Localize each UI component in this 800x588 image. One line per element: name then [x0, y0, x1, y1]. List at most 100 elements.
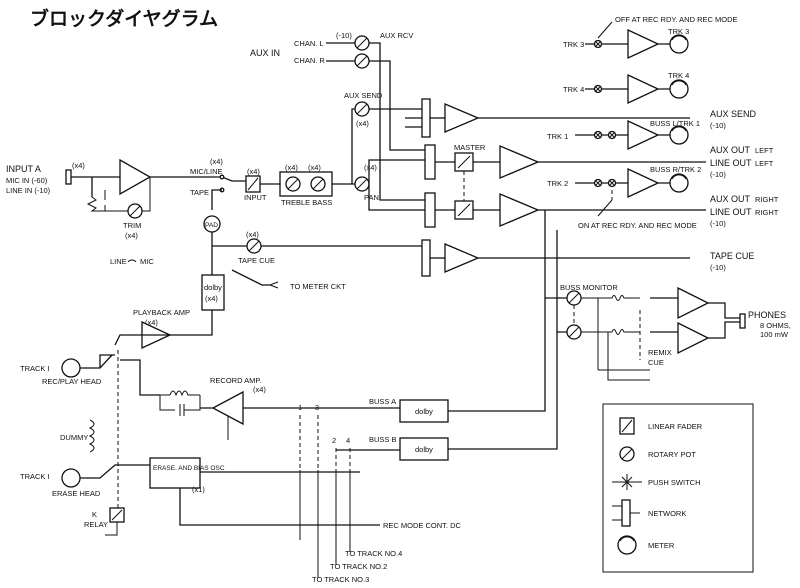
- aux-in-label: AUX IN: [250, 48, 280, 58]
- input-gain-label: (x4): [72, 161, 85, 170]
- meter-trk2: [669, 173, 689, 193]
- push-switch-icon: [612, 474, 642, 490]
- legend: LINEAR FADER ROTARY POT PUSH SWITCH NETW…: [602, 403, 754, 573]
- master-label: MASTER: [454, 143, 486, 152]
- trk1-meter-amp: [627, 119, 660, 151]
- erase-bias-osc-label: ERASE. AND BIAS OSC: [153, 465, 225, 472]
- erase-head-label: ERASE HEAD: [52, 489, 101, 498]
- gain-x4-b: (x4): [247, 167, 260, 176]
- legend-rotary-pot: ROTARY POT: [648, 450, 696, 459]
- line-label: LINE: [110, 257, 127, 266]
- buss-monitor-label: BUSS MONITOR: [560, 283, 618, 292]
- aux-out-left-label: AUX OUT: [710, 145, 751, 155]
- gain-x4-a: (x4): [210, 157, 223, 166]
- legend-network: NETWORK: [648, 509, 686, 518]
- on-note: ON AT REC RDY. AND REC MODE: [578, 221, 697, 230]
- playback-amp-label: PLAYBACK AMP: [133, 308, 190, 317]
- sw-4-label: 4: [346, 436, 350, 445]
- dolby-playback-gain: (x4): [205, 294, 218, 303]
- record-amp-label: RECORD AMP.: [210, 376, 262, 385]
- tape-cue-pot-label: TAPE CUE: [238, 256, 275, 265]
- trk3-in-label: TRK 3: [563, 40, 584, 49]
- mic-line-label: MIC/LINE: [190, 167, 223, 176]
- to-meter-label: TO METER CKT: [290, 282, 346, 291]
- playback-amp-gain: (x4): [145, 318, 158, 327]
- erase-osc-gain: (x1): [192, 485, 205, 494]
- input-section: INPUT A MIC IN (-60) LINE IN (-10) (x4) …: [6, 157, 352, 275]
- relay-k-label: K: [92, 510, 97, 519]
- trk3-meter-label: TRK 3: [668, 27, 689, 36]
- aux-out-left-side: LEFT: [755, 146, 774, 155]
- diagram-title: ブロックダイヤグラム: [30, 7, 218, 30]
- input-amp: [119, 158, 152, 196]
- line-out-right-label: LINE OUT: [710, 207, 752, 217]
- aux-send-network: [421, 98, 431, 138]
- tape-cue-out-label: TAPE CUE: [710, 251, 754, 261]
- right-network: [424, 192, 436, 228]
- gain-x4-d: (x4): [308, 163, 321, 172]
- chan-l-label: CHAN. L: [294, 39, 324, 48]
- dolby-a-label: dolby: [415, 407, 433, 416]
- aux-out-right-side: RIGHT: [755, 195, 779, 204]
- aux-section: AUX IN CHAN. L CHAN. R (-10) AUX RCV AUX…: [250, 31, 425, 211]
- trk1-in-label: TRK 1: [547, 132, 568, 141]
- legend-meter: METER: [648, 541, 675, 550]
- line-out-left-level: (-10): [710, 170, 726, 179]
- phones-label: PHONES: [748, 310, 786, 320]
- rec-mode-cont-label: REC MODE CONT. DC: [383, 521, 462, 530]
- chan-r-label: CHAN. R: [294, 56, 325, 65]
- relay-label: RELAY: [84, 520, 108, 529]
- phones-jack: [739, 313, 746, 329]
- line-out-right-level: (-10): [710, 219, 726, 228]
- tape-cue-network: [421, 239, 431, 277]
- dolby-b-label: dolby: [415, 445, 433, 454]
- mix-network: MASTER: [405, 98, 690, 277]
- tape-cue-section: (x4) TAPE CUE TO METER CKT dolby (x4): [170, 230, 422, 336]
- meter-trk4: [669, 79, 689, 99]
- trk1-meter-label: BUSS L/TRK 1: [650, 119, 700, 128]
- trk3-meter-amp: [627, 28, 660, 60]
- track1-rec-label: TRACK I: [20, 364, 50, 373]
- erase-head: [61, 468, 81, 488]
- tape-cue-gain: (x4): [246, 230, 259, 239]
- buss-section: 1 3 2 4 BUSS A BUSS B dolby dolby TO TRA…: [298, 210, 558, 584]
- left-network: [424, 144, 436, 180]
- input-a-jack: [65, 169, 72, 185]
- trk4-in-label: TRK 4: [563, 85, 584, 94]
- phones-amp-r: [677, 321, 710, 355]
- rec-play-head-label: REC/PLAY HEAD: [42, 377, 102, 386]
- pan-label: PAN: [364, 193, 379, 202]
- aux-send-gain: (x4): [356, 119, 369, 128]
- tape-cue-amp: [444, 243, 480, 273]
- aux-send-knob-label: AUX SEND: [344, 91, 383, 100]
- trk2-meter-amp: [627, 167, 660, 199]
- dummy-label: DUMMY: [60, 433, 88, 442]
- treble-bass-label: TREBLE BASS: [281, 198, 332, 207]
- track-meters: OFF AT REC RDY. AND REC MODE TRK 3 TRK 4…: [547, 15, 738, 230]
- buss-b-label-1: BUSS B: [369, 435, 397, 444]
- monitor-section: BUSS MONITOR PHONES 8 OHMS, 100 mW REMIX…: [545, 283, 791, 381]
- trim-gain-label: (x4): [125, 231, 138, 240]
- master-amp-l: [499, 145, 540, 179]
- phones-spec1: 8 OHMS,: [760, 321, 791, 330]
- outputs: AUX SEND (-10) AUX OUT LEFT LINE OUT LEF…: [690, 109, 779, 272]
- trk2-meter-label: BUSS R/TRK 2: [650, 165, 701, 174]
- mic-in-label: MIC IN (-60): [6, 176, 48, 185]
- line-out-left-side: LEFT: [755, 159, 774, 168]
- trim-label: TRIM: [123, 221, 141, 230]
- dolby-playback: [201, 274, 225, 311]
- track1-erase-label: TRACK I: [20, 472, 50, 481]
- gain-x4-c: (x4): [285, 163, 298, 172]
- aux-send-out-level: (-10): [710, 121, 726, 130]
- off-note: OFF AT REC RDY. AND REC MODE: [615, 15, 738, 24]
- record-playback-section: PLAYBACK AMP (x4) TRACK I REC/PLAY HEAD …: [20, 308, 462, 536]
- aux-send-out-label: AUX SEND: [710, 109, 757, 119]
- input-fader-label: INPUT: [244, 193, 267, 202]
- master-amp-r: [499, 193, 540, 227]
- line-in-label: LINE IN (-10): [6, 186, 51, 195]
- aux-out-right-label: AUX OUT: [710, 194, 751, 204]
- to-track4-label: TO TRACK NO.4: [345, 549, 402, 558]
- pan-gain: (x4): [364, 163, 377, 172]
- legend-linear-fader: LINEAR FADER: [648, 422, 703, 431]
